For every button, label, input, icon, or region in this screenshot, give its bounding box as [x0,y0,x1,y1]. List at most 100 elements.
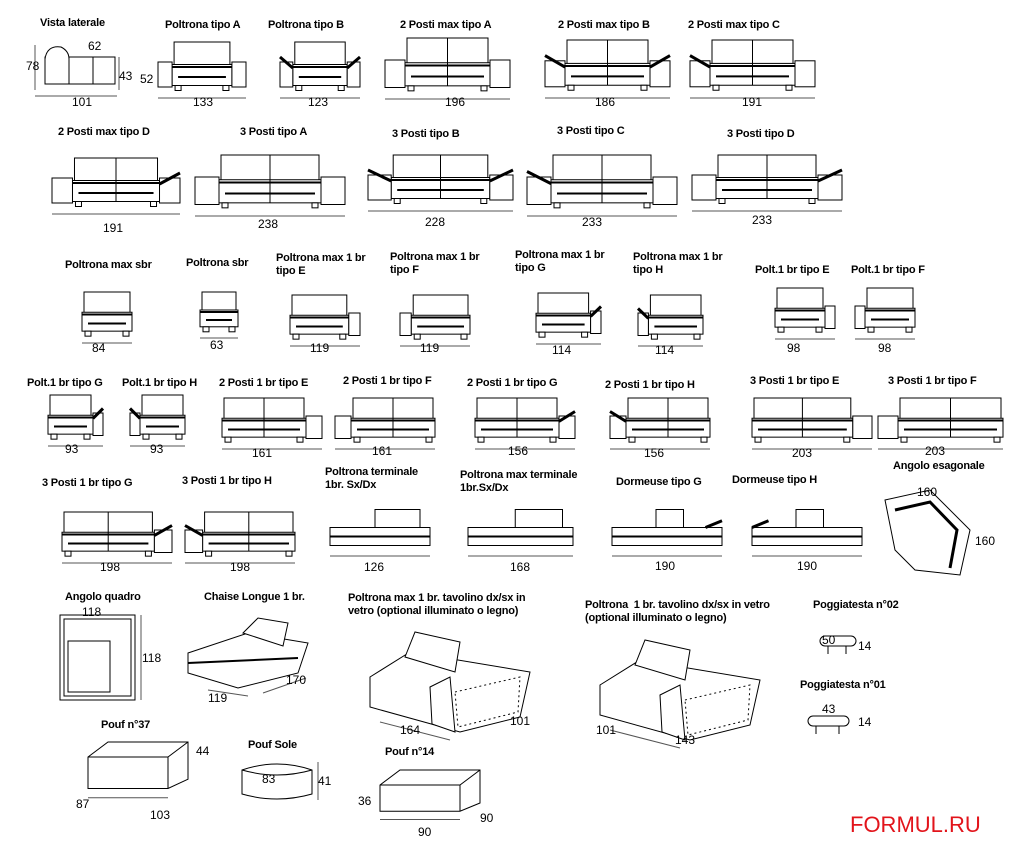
foot [142,433,150,440]
dimension-label: 198 [230,560,251,574]
foot [64,550,72,557]
item-label: Poltrona tipo B [268,19,344,31]
armrest-slant [649,54,671,69]
item-label: 2 Posti 1 br tipo G [467,377,558,389]
armrest [231,61,247,88]
dimension-label: 78 [26,59,40,73]
item-drawing [61,511,173,564]
item-drawing [751,397,873,450]
dimension-label: 123 [308,95,329,109]
armrest-slant [544,54,566,69]
item-drawing [399,294,471,347]
foot [175,433,183,440]
dimension-label: 41 [318,774,332,788]
foot [339,333,347,340]
item-drawing [535,292,603,345]
seat [81,311,133,332]
dimension-label: 168 [510,560,531,574]
item-label: Poltrona max 1 br tipo F [390,251,480,276]
armrest [157,61,173,88]
armrest [334,415,352,439]
dimension-label: 119 [208,691,228,705]
item-label: 2 Posti max tipo B [558,19,650,31]
drawing [241,762,319,800]
headrest-pad [807,715,850,727]
armrest [652,176,678,205]
pouf-edge [459,769,481,786]
item-drawing [184,511,296,564]
item-drawing [854,287,916,340]
side-body [44,56,116,85]
armrest [384,59,406,88]
item-drawing [87,741,189,799]
dimension-label: 90 [418,825,432,839]
drawing [221,397,323,450]
item-label: Pouf Sole [248,739,297,751]
foot [174,85,182,91]
item-drawing [157,41,247,99]
drawing [369,631,531,741]
item-drawing [329,509,431,557]
item-label: Poltrona max 1 br. tavolino dx/sx in vet… [348,592,526,617]
foot [815,326,823,333]
dimension-label: 186 [595,95,616,109]
item-label: 2 Posti max tipo C [688,19,780,31]
item-label: Poltrona max terminale 1br.Sx/Dx [460,469,578,494]
item-label: 3 Posti tipo A [240,126,308,138]
item-label: Poltrona terminale 1br. Sx/Dx [325,466,418,491]
drawing [636,294,704,347]
dimension-line [379,721,451,741]
foot [202,326,210,333]
foot [295,85,303,91]
backrest [795,509,824,528]
dimension-label: 84 [92,341,106,355]
foot [567,84,575,91]
dimension-label: 238 [258,217,279,231]
drawing [854,287,916,340]
armrest-slant [689,54,711,69]
dimension-label: 198 [100,560,121,574]
item-label: Vista laterale [40,17,105,29]
armrest-slant [158,171,181,186]
drawing [751,509,863,557]
foot [205,550,213,557]
item-drawing [474,397,576,450]
armrest-slant [153,524,173,537]
foot [311,202,319,209]
item-drawing [279,41,361,99]
foot [905,326,913,333]
dimension-label: 62 [88,39,102,53]
foot [867,326,875,333]
item-drawing [774,287,836,340]
foot [83,433,91,440]
dimension-label: 161 [372,444,393,458]
armrest [348,312,361,336]
item-drawing [691,154,843,212]
dimension-label: 161 [252,446,273,460]
drawing [128,394,186,447]
armrest [852,415,873,439]
armrest [429,676,456,733]
item-drawing [199,291,239,339]
armrest-slant [817,168,843,183]
item-label: 2 Posti 1 br tipo H [605,379,695,391]
foot [718,198,726,204]
item-label: Dormeuse tipo H [732,474,818,486]
armrest-slant [91,407,105,420]
dimension-label: 52 [140,72,154,86]
armrest [854,305,866,329]
drawing [61,511,173,564]
item-label: Angolo quadro [65,591,141,603]
seat [67,640,111,693]
drawing [367,154,514,212]
backrest [242,617,289,647]
headrest-pad [819,635,857,647]
drawing [611,509,723,557]
drawing [87,741,189,799]
dimension-label: 196 [445,95,466,109]
foot [222,85,230,91]
cushion-edge [187,657,299,664]
item-drawing [187,617,309,697]
foot [808,198,816,204]
drawing [689,39,816,99]
